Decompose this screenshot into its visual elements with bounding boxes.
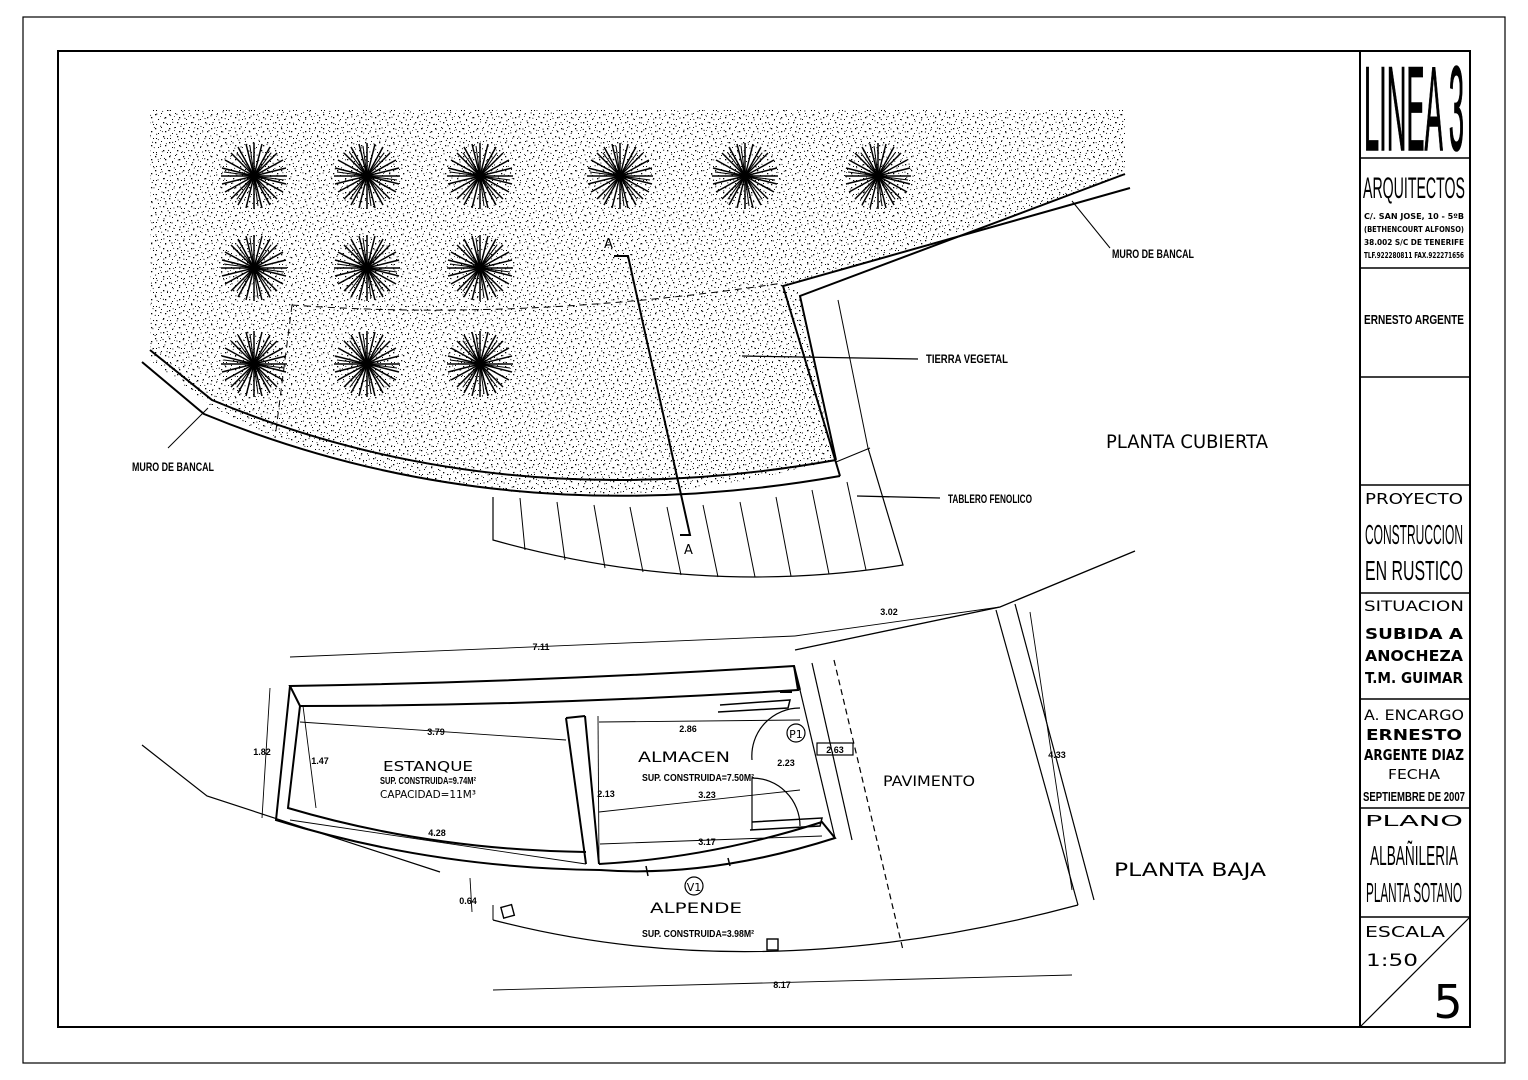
proyecto-line-2: EN RUSTICO [1365, 555, 1463, 586]
dim-379: 3.79 [427, 727, 445, 737]
outer-border [22, 16, 1506, 1064]
encargo-label: A. ENCARGO [1364, 708, 1464, 724]
escala-label: ESCALA [1365, 923, 1446, 941]
window-tag-v1 [684, 876, 704, 896]
situacion-line-2: ANOCHEZA [1365, 647, 1463, 665]
fecha-value: SEPTIEMBRE DE 2007 [1363, 789, 1465, 804]
proyecto-line-1: CONSTRUCCION [1365, 519, 1463, 550]
title-block: LINEA 3 ARQUITECTOS C/. SAN JOSE, 10 - 5… [1359, 41, 1471, 1029]
estanque-area: SUP. CONSTRUIDA=9.74M² [380, 776, 476, 787]
architect-name: ERNESTO ARGENTE [1364, 312, 1464, 327]
label-tablero-fenolico: TABLERO FENOLICO [948, 492, 1032, 506]
planta-baja-drawing: P1 V1 ESTANQUE SUP. CONSTRUIDA=9.74M² CA… [141, 550, 1266, 991]
dim-711: 7.11 [532, 642, 549, 652]
dim-428: 4.28 [428, 828, 446, 838]
tablero-fenolico-deck [492, 299, 904, 578]
door-tag-p1 [786, 723, 806, 743]
room-estanque: ESTANQUE [383, 760, 473, 775]
firm-logo: LINEA 3 [1364, 42, 1464, 176]
plano-label: PLANO [1365, 812, 1463, 830]
estanque-north-wall [288, 664, 800, 708]
fecha-label: FECHA [1388, 768, 1440, 783]
sheet-number: 5 [1433, 975, 1462, 1029]
estanque-capacity: CAPACIDAD=11M³ [380, 788, 476, 801]
dim-064: 0.64 [459, 896, 477, 906]
almacen-area: SUP. CONSTRUIDA=7.50M² [642, 773, 755, 784]
firm-name: ARQUITECTOS [1363, 172, 1465, 205]
planta-cubierta-drawing: A A TIERRA VEGETAL TABLERO FENOLICO MURO… [132, 110, 1268, 578]
dim-302: 3.02 [880, 607, 898, 617]
dim-286: 2.86 [679, 724, 697, 734]
section-line-a [614, 255, 692, 536]
escala-diagonal [1359, 916, 1471, 1028]
encargo-line-1: ERNESTO [1366, 726, 1462, 744]
dim-147: 1.47 [311, 756, 329, 766]
dim-433: 4.33 [1048, 750, 1066, 760]
plano-line-1: ALBAÑILERIA [1370, 840, 1458, 871]
inner-border [57, 50, 1471, 1028]
muro-bancal-wall [149, 349, 837, 481]
proyecto-label: PROYECTO [1365, 490, 1463, 508]
label-muro-bancal-right: MURO DE BANCAL [1112, 247, 1194, 261]
dim-182: 1.82 [253, 747, 271, 757]
plano-line-2: PLANTA SOTANO [1366, 877, 1462, 908]
section-label-bottom: A [684, 543, 693, 558]
firm-phone: TLF.922280811 FAX.922271656 [1364, 251, 1464, 260]
planta-cubierta-title: PLANTA CUBIERTA [1106, 431, 1268, 453]
firm-address-2: (BETHENCOURT ALFONSO) [1364, 225, 1464, 234]
dim-213: 2.13 [597, 789, 615, 799]
situacion-line-1: SUBIDA A [1365, 625, 1463, 643]
escala-value: 1:50 [1366, 951, 1418, 971]
section-label-top: A [604, 237, 613, 252]
alpende-area: SUP. CONSTRUIDA=3.98M² [642, 929, 755, 940]
planta-baja-title: PLANTA BAJA [1114, 859, 1266, 881]
dim-817: 8.17 [773, 980, 791, 990]
firm-address-3: 38.002 S/C DE TENERIFE [1364, 238, 1464, 247]
encargo-line-2: ARGENTE DIAZ [1364, 746, 1464, 764]
door-arc-p1 [751, 707, 801, 761]
svg-text:P1: P1 [789, 728, 803, 741]
firm-address-1: C/. SAN JOSE, 10 - 5ºB [1364, 212, 1464, 221]
situacion-label: SITUACION [1364, 599, 1464, 615]
dim-263: 2.63 [826, 745, 844, 755]
dim-223: 2.23 [777, 758, 795, 768]
label-muro-bancal-left: MURO DE BANCAL [132, 460, 214, 474]
room-almacen: ALMACEN [638, 750, 730, 766]
dim-317: 3.17 [698, 837, 716, 847]
room-pavimento: PAVIMENTO [883, 774, 975, 790]
room-alpende: ALPENDE [650, 901, 742, 917]
door-arc-2 [751, 777, 801, 827]
situacion-line-3: T.M. GUIMAR [1365, 669, 1463, 687]
almacen-south-wall [598, 820, 837, 873]
label-tierra-vegetal: TIERRA VEGETAL [926, 352, 1008, 366]
dim-line-711 [289, 635, 796, 658]
dim-323: 3.23 [698, 790, 716, 800]
svg-text:V1: V1 [687, 881, 702, 894]
